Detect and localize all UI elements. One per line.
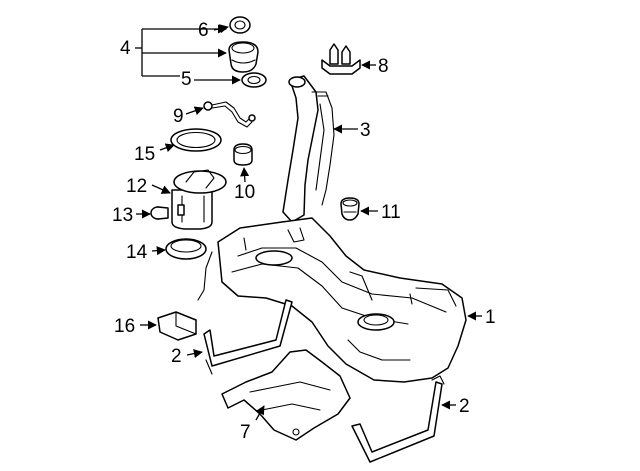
callout-7: 7: [240, 422, 251, 443]
seal-ring-part-5: [241, 72, 267, 88]
callout-labels: 6 4 5 8 9 3 15 10 12 13 11 14 1 16 2 2 7: [112, 20, 496, 443]
vent-hose-part-9: [203, 101, 256, 128]
callout-2-right: 2: [459, 396, 470, 417]
callout-1: 1: [485, 307, 496, 328]
lock-ring-part-15: [170, 128, 222, 152]
callout-5: 5: [181, 69, 192, 90]
cap-part-10: [233, 143, 253, 166]
callout-11: 11: [381, 202, 401, 223]
callout-12: 12: [126, 176, 147, 197]
callout-13: 13: [112, 205, 133, 226]
fuel-pump-module-part-12: [171, 169, 227, 230]
callout-6: 6: [198, 20, 209, 41]
callout-10: 10: [234, 182, 255, 203]
callout-4: 4: [120, 38, 131, 59]
callout-9: 9: [173, 106, 184, 127]
callout-2-left: 2: [171, 346, 182, 367]
callout-8: 8: [378, 56, 389, 77]
callout-14: 14: [126, 242, 148, 263]
callout-3: 3: [360, 120, 371, 141]
bracket-part-8: [321, 43, 361, 75]
strap-part-2-left: [203, 299, 293, 375]
strap-part-2-right: [351, 375, 445, 463]
fuel-tank-part-1: [197, 217, 467, 383]
callout-15: 15: [134, 144, 155, 165]
callout-16: 16: [114, 316, 135, 337]
grommet-part-4: [228, 41, 259, 73]
sensor-part-16: [157, 311, 197, 341]
heat-shield-part-7: [221, 349, 351, 441]
leader-lines: [135, 24, 482, 421]
seal-ring-part-14: [165, 238, 207, 260]
seal-ring-part-6: [229, 16, 251, 34]
filter-part-13: [150, 206, 169, 220]
filler-neck-part-3: [282, 75, 335, 223]
valve-part-11: [340, 197, 360, 221]
